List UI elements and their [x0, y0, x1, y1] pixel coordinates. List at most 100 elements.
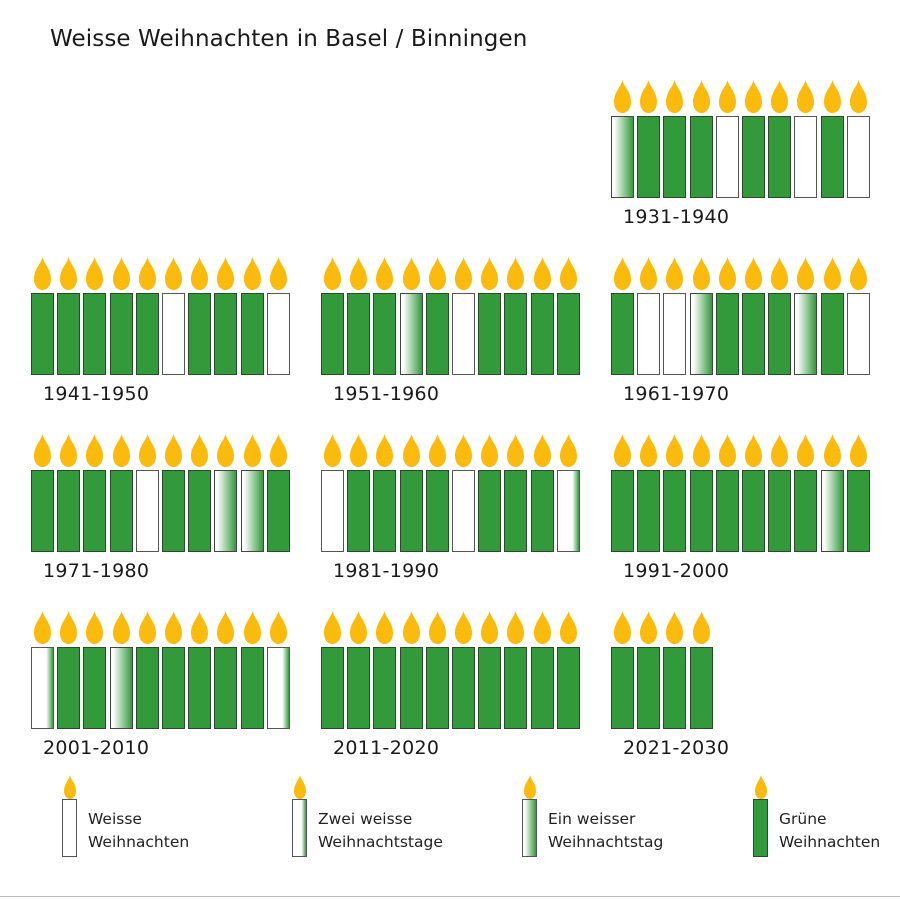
candle	[135, 611, 159, 729]
candle-body	[846, 293, 870, 375]
candle	[663, 611, 687, 729]
decade-label: 2011-2020	[333, 737, 440, 759]
candle-body	[753, 799, 768, 857]
candle	[321, 434, 344, 552]
flame-icon	[614, 80, 631, 113]
flame-icon	[191, 434, 209, 467]
candle-body	[794, 470, 818, 552]
candle-body	[162, 293, 185, 375]
flame-icon	[428, 257, 446, 290]
candle	[556, 434, 580, 552]
flame-icon	[771, 257, 789, 290]
flame-icon	[481, 434, 499, 467]
bottom-divider	[0, 896, 900, 897]
candle-body	[109, 293, 133, 375]
flame-icon	[533, 611, 551, 644]
candle	[425, 611, 449, 729]
decade-label: 2001-2010	[43, 737, 150, 759]
flame-icon	[455, 611, 472, 644]
legend-white-christmas: Weisse Weihnachten	[62, 775, 272, 860]
flame-icon	[324, 611, 341, 644]
candle-body	[188, 470, 212, 552]
candle	[135, 434, 159, 552]
candle-body	[162, 470, 185, 552]
flame-icon	[614, 257, 631, 290]
candle-body	[399, 647, 423, 729]
decade-1931-1940: 1931-1940	[611, 80, 873, 240]
candle	[715, 257, 739, 375]
candle	[83, 434, 107, 552]
candle	[478, 434, 502, 552]
flame-icon	[666, 434, 684, 467]
candle	[637, 80, 661, 198]
chart-title: Weisse Weihnachten in Basel / Binningen	[50, 26, 528, 52]
candle-body	[768, 470, 792, 552]
candle	[556, 257, 580, 375]
flame-icon	[217, 434, 235, 467]
candle-body	[689, 647, 713, 729]
flame-icon	[294, 775, 306, 799]
flame-icon	[138, 257, 156, 290]
candle-body	[742, 470, 765, 552]
candle	[504, 257, 528, 375]
candle-body	[611, 470, 634, 552]
decade-1961-1970: 1961-1970	[611, 257, 873, 417]
candle-body	[715, 293, 739, 375]
candle-body	[135, 647, 159, 729]
legend-green-christmas: Grüne Weihnachten	[753, 775, 900, 860]
flame-icon	[138, 611, 156, 644]
flame-icon	[34, 611, 51, 644]
flame-icon	[666, 257, 684, 290]
flame-icon	[507, 611, 525, 644]
flame-icon	[692, 80, 710, 113]
candle-row	[611, 257, 873, 375]
candle-body	[452, 470, 475, 552]
legend-label: Grüne Weihnachten	[779, 810, 881, 851]
candle-row	[611, 611, 873, 729]
candle	[663, 257, 687, 375]
legend-candle-icon	[62, 775, 78, 857]
candle	[820, 80, 844, 198]
flame-icon	[60, 611, 78, 644]
candle-body	[637, 293, 661, 375]
candle-body	[135, 470, 159, 552]
candle-body	[663, 116, 687, 198]
candle	[452, 434, 475, 552]
decade-1951-1960: 1951-1960	[321, 257, 583, 417]
candle-row	[321, 434, 583, 552]
flame-icon	[507, 257, 525, 290]
candle	[135, 257, 159, 375]
flame-icon	[455, 434, 472, 467]
flame-icon	[165, 611, 182, 644]
candle	[768, 80, 792, 198]
candle	[715, 80, 739, 198]
candle-body	[794, 116, 818, 198]
candle	[31, 434, 54, 552]
flame-icon	[640, 611, 658, 644]
candle-body	[321, 647, 344, 729]
candle-body	[452, 293, 475, 375]
candle-body	[478, 470, 502, 552]
candle-body	[109, 470, 133, 552]
flame-icon	[376, 611, 394, 644]
flame-icon	[402, 257, 420, 290]
candle	[57, 611, 81, 729]
flame-icon	[165, 434, 182, 467]
candle	[663, 80, 687, 198]
flame-icon	[269, 611, 287, 644]
candle	[399, 257, 423, 375]
flame-icon	[481, 611, 499, 644]
flame-icon	[797, 257, 815, 290]
candle	[820, 434, 844, 552]
candle	[347, 434, 371, 552]
flame-icon	[350, 257, 368, 290]
candle-body	[321, 470, 344, 552]
decade-label: 1931-1940	[623, 206, 730, 228]
flame-icon	[771, 80, 789, 113]
candle-body	[373, 293, 397, 375]
flame-icon	[692, 611, 710, 644]
candle	[266, 611, 290, 729]
flame-icon	[217, 257, 235, 290]
flame-icon	[402, 611, 420, 644]
candle-body	[637, 116, 661, 198]
